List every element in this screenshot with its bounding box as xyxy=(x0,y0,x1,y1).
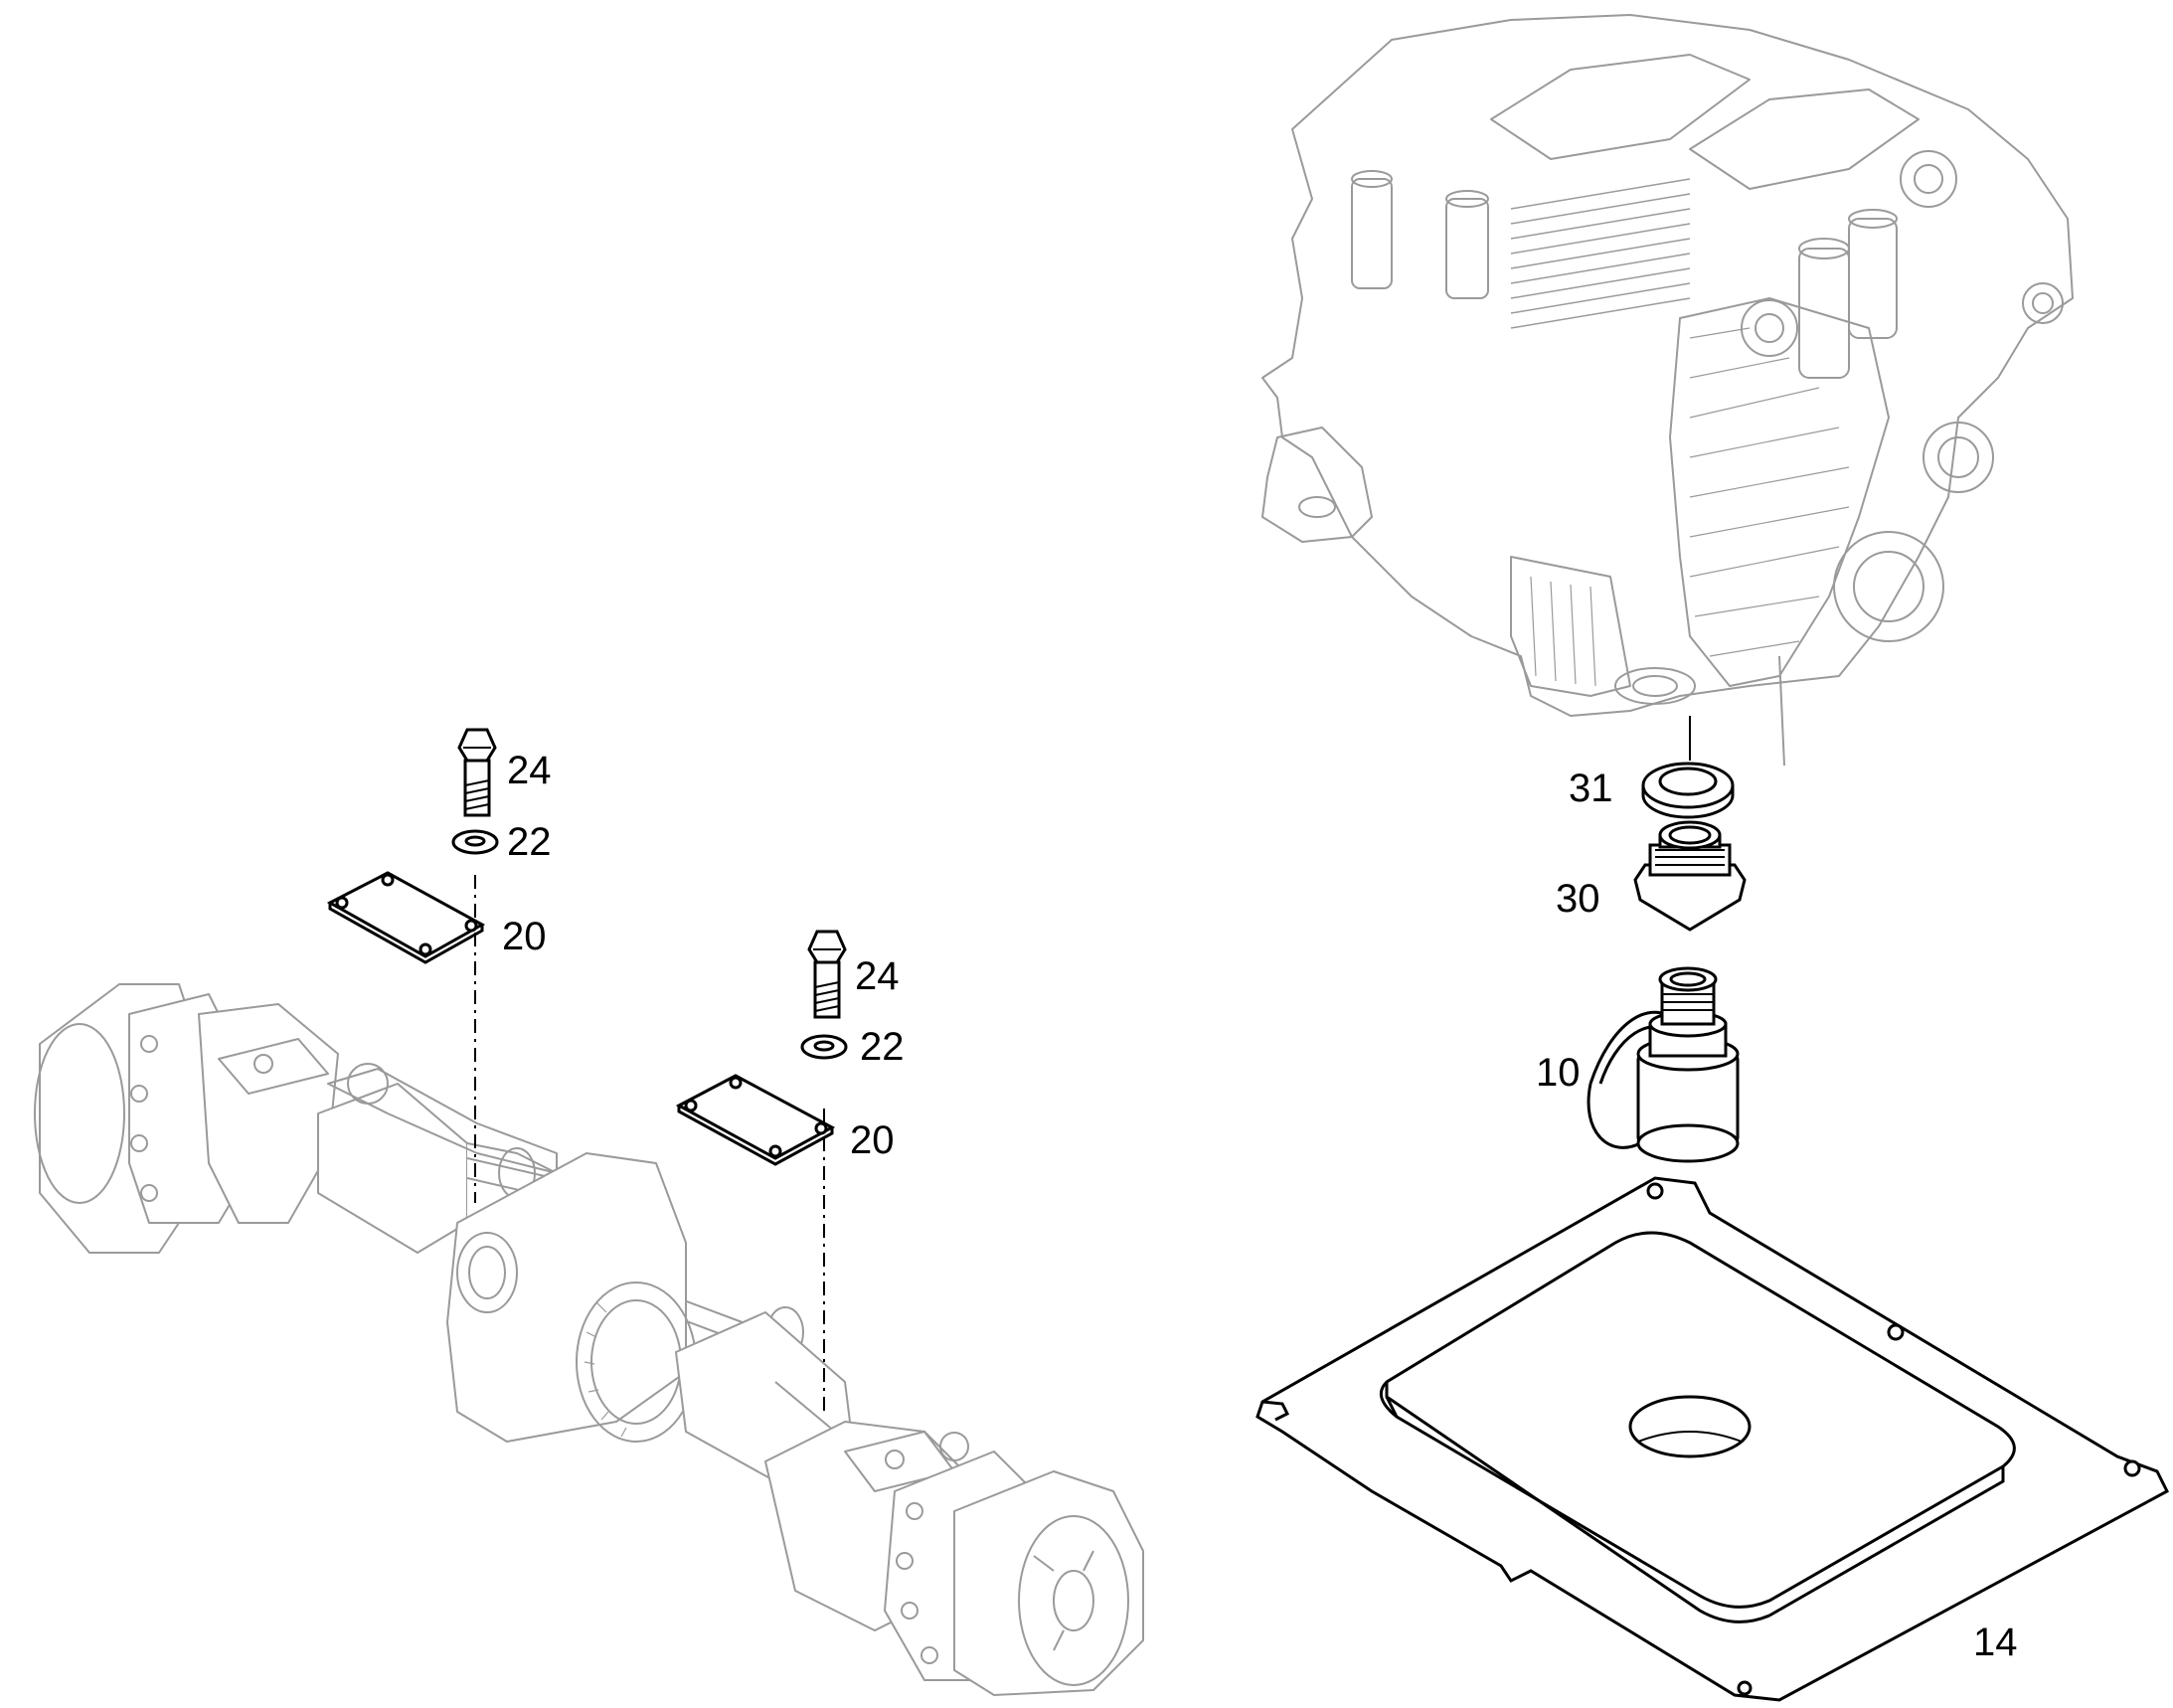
callout-20-right: 20 xyxy=(850,1118,895,1162)
engine-drawing xyxy=(1261,14,2074,767)
callout-30: 30 xyxy=(1556,877,1600,921)
axle-drawing xyxy=(34,983,1144,1696)
part-24-bolt-left xyxy=(457,728,497,817)
part-20-plate-left xyxy=(326,871,486,964)
part-14-base-plate xyxy=(1255,1176,2169,1702)
callout-31: 31 xyxy=(1569,767,1613,810)
part-10-quick-coupling xyxy=(1587,966,1740,1163)
mounting-axis-lines xyxy=(474,875,825,1412)
part-30-adapter xyxy=(1633,820,1747,932)
callout-20-left: 20 xyxy=(502,915,547,958)
callout-22-right: 22 xyxy=(860,1025,905,1069)
callout-14: 14 xyxy=(1973,1621,2018,1664)
callout-10: 10 xyxy=(1536,1051,1581,1095)
part-20-plate-right xyxy=(675,1074,836,1166)
callout-24-right: 24 xyxy=(855,954,900,998)
callout-24-left: 24 xyxy=(507,749,552,792)
part-22-washer-left xyxy=(451,829,499,855)
callout-22-left: 22 xyxy=(507,820,552,864)
part-22-washer-right xyxy=(800,1034,848,1060)
part-31-seal-ring xyxy=(1641,762,1735,819)
part-24-bolt-right xyxy=(807,930,847,1019)
